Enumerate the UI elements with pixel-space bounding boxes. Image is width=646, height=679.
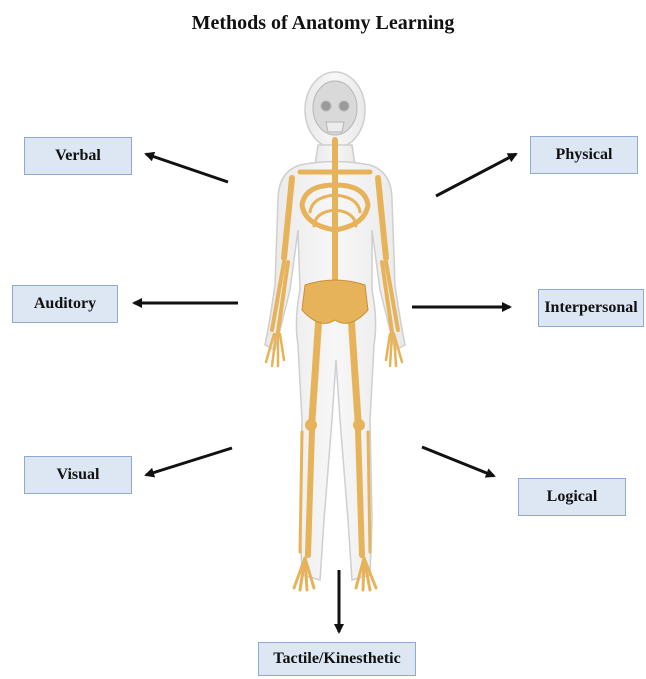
method-box-visual: Visual: [24, 456, 132, 494]
method-box-tactile: Tactile/Kinesthetic: [258, 642, 416, 676]
arrow-physical: [436, 154, 516, 196]
method-box-interpersonal: Interpersonal: [538, 289, 644, 327]
method-box-verbal: Verbal: [24, 137, 132, 175]
arrow-visual: [146, 448, 232, 475]
method-box-auditory: Auditory: [12, 285, 118, 323]
method-box-physical: Physical: [530, 136, 638, 174]
arrow-logical: [422, 447, 494, 476]
arrow-verbal: [146, 154, 228, 182]
method-box-logical: Logical: [518, 478, 626, 516]
